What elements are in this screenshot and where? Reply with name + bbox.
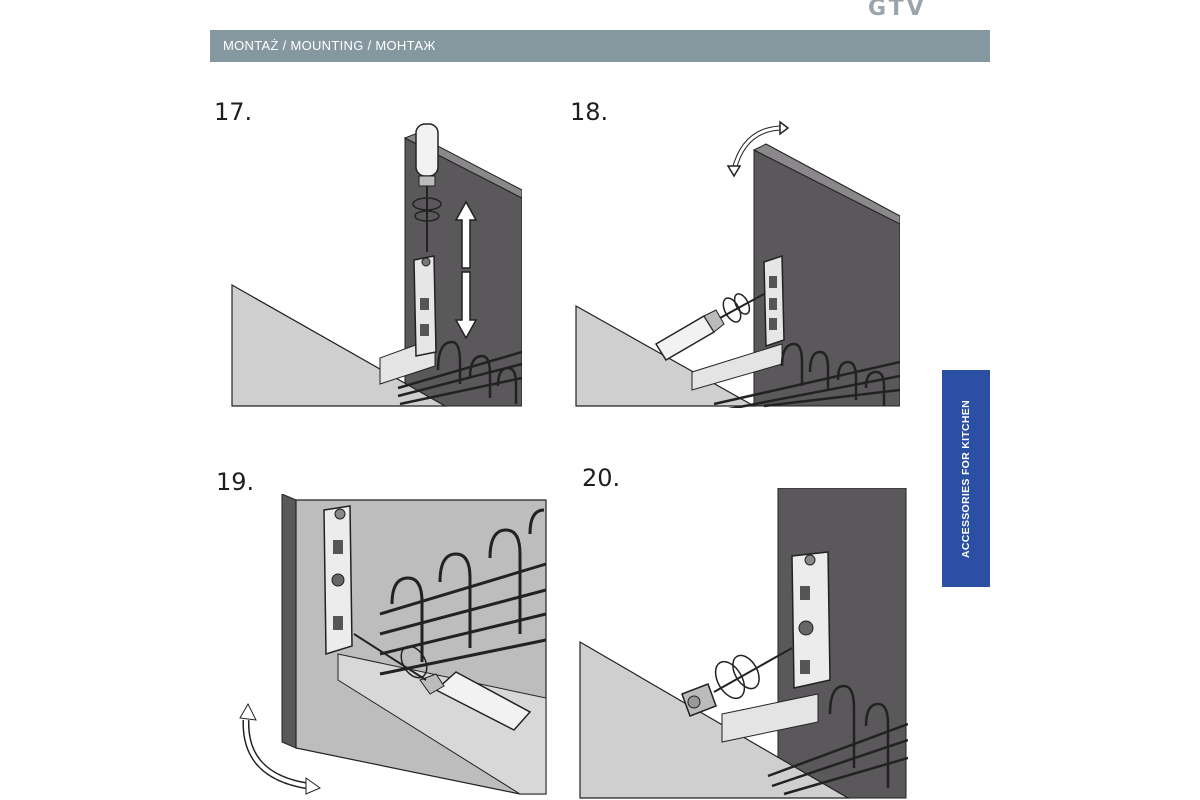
step-18-illustration <box>575 120 900 408</box>
gtv-logo: GTV <box>868 0 927 21</box>
up-down-arrow-icon <box>454 200 478 340</box>
screwdriver-icon <box>412 123 442 252</box>
step-20-illustration <box>579 488 908 799</box>
mounting-bracket-icon <box>413 255 437 357</box>
screwdriver-icon <box>353 633 532 731</box>
side-tab-label: ACCESSORIES FOR KITCHEN <box>960 399 972 558</box>
wire-basket-icon <box>379 508 547 676</box>
wire-basket-icon <box>767 684 908 796</box>
mounting-bracket-icon <box>323 505 353 656</box>
section-header: MONTAŻ / MOUNTING / МОНТАЖ <box>210 30 990 62</box>
step-number-19: 19. <box>216 468 255 496</box>
wire-basket-icon <box>397 340 522 406</box>
wire-basket-icon <box>713 342 900 408</box>
screwdriver-icon <box>681 647 793 717</box>
step-19-illustration <box>239 494 547 795</box>
section-side-tab: ACCESSORIES FOR KITCHEN <box>942 370 990 587</box>
rotation-arrow-icon <box>726 120 790 178</box>
step-number-18: 18. <box>570 98 609 126</box>
step-number-17: 17. <box>214 98 253 126</box>
screwdriver-icon <box>654 293 765 362</box>
mounting-bracket-icon <box>791 551 831 689</box>
step-number-20: 20. <box>582 464 621 492</box>
step-17-illustration <box>231 123 522 407</box>
mounting-bracket-icon <box>763 254 785 348</box>
rotation-arrow-icon <box>239 702 322 795</box>
